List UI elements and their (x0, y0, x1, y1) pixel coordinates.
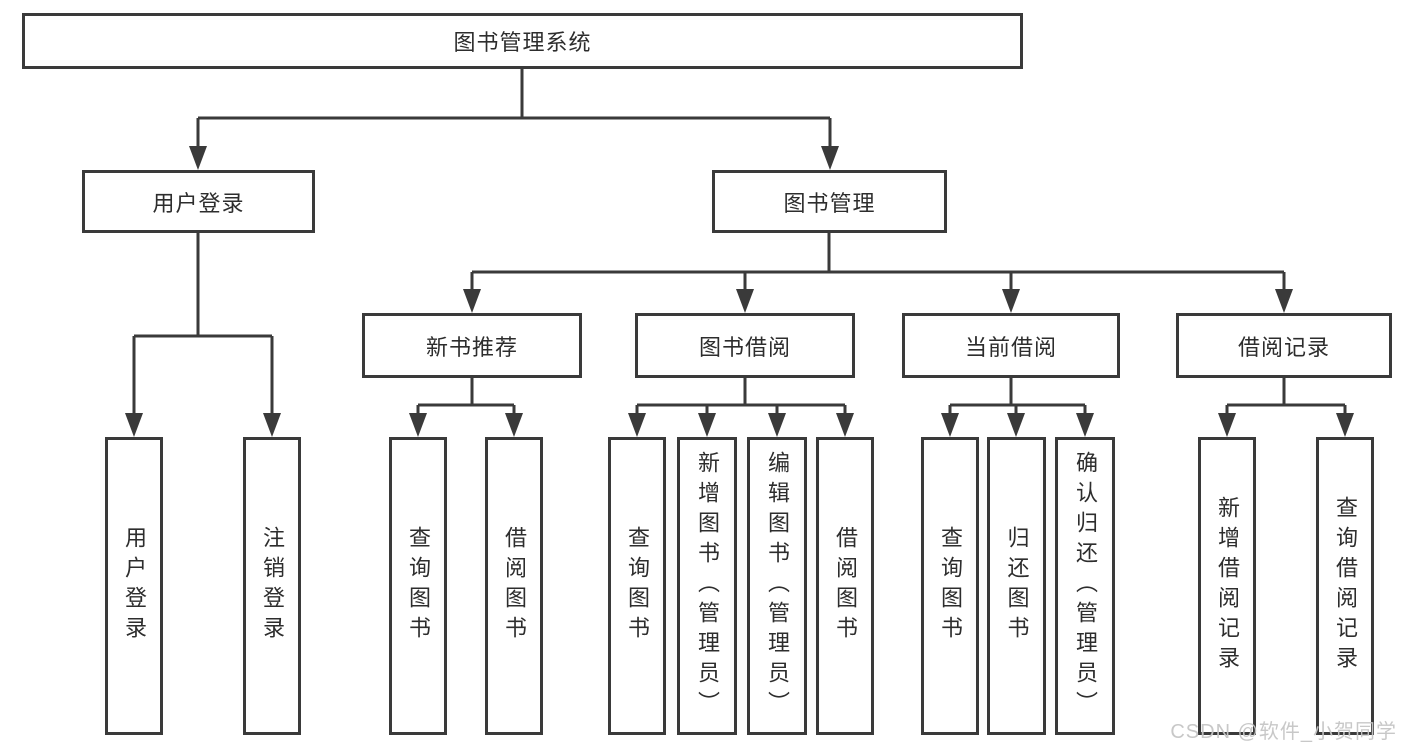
node-label: 查询图书 (625, 526, 650, 646)
node-label: 图书管理系统 (453, 30, 592, 55)
node-label: 归还图书 (1004, 526, 1030, 646)
node-label: 注销登录 (260, 526, 285, 646)
leaf-confirm-return-admin: 确认归还（管理员） (1055, 437, 1115, 735)
node-label: 借阅图书 (502, 526, 527, 646)
leaf-borrow-books-recommend: 借阅图书 (485, 437, 543, 735)
connector-paths (132, 69, 1347, 414)
leaf-query-borrow-record: 查询借阅记录 (1316, 437, 1374, 735)
leaf-query-books-recommend: 查询图书 (389, 437, 447, 735)
leaf-add-borrow-record: 新增借阅记录 (1198, 437, 1256, 735)
node-label: 编辑图书（管理员） (765, 451, 790, 721)
leaf-add-book-admin: 新增图书（管理员） (677, 437, 737, 735)
node-label: 确认归还（管理员） (1073, 451, 1098, 721)
node-label: 用户登录 (122, 526, 147, 646)
node-label: 查询图书 (938, 526, 963, 646)
leaf-return-books: 归还图书 (987, 437, 1046, 735)
leaf-query-books-current: 查询图书 (921, 437, 979, 735)
node-label: 借阅图书 (833, 526, 858, 646)
node-label: 新增图书（管理员） (695, 451, 720, 721)
node-label: 借阅记录 (1237, 334, 1330, 360)
leaf-borrow-books: 借阅图书 (816, 437, 874, 735)
node-label: 图书借阅 (698, 334, 791, 360)
node-book-management: 图书管理 (712, 170, 947, 233)
leaf-user-login: 用户登录 (105, 437, 163, 735)
node-new-book-recommendation: 新书推荐 (362, 313, 582, 378)
node-user-login: 用户登录 (82, 170, 315, 233)
node-label: 当前借阅 (964, 334, 1057, 360)
node-label: 查询图书 (406, 526, 431, 646)
node-book-borrowing: 图书借阅 (635, 313, 855, 378)
node-library-management-system: 图书管理系统 (22, 13, 1023, 69)
node-label: 图书管理 (783, 190, 876, 216)
node-current-borrowing: 当前借阅 (902, 313, 1120, 378)
leaf-logout: 注销登录 (243, 437, 301, 735)
node-label: 用户登录 (152, 190, 245, 216)
arrowheads (125, 146, 1354, 437)
node-label: 新书推荐 (425, 334, 518, 360)
node-borrowing-records: 借阅记录 (1176, 313, 1392, 378)
leaf-query-books-borrowing: 查询图书 (608, 437, 666, 735)
leaf-edit-book-admin: 编辑图书（管理员） (747, 437, 807, 735)
node-label: 新增借阅记录 (1215, 496, 1240, 676)
node-label: 查询借阅记录 (1333, 496, 1358, 676)
